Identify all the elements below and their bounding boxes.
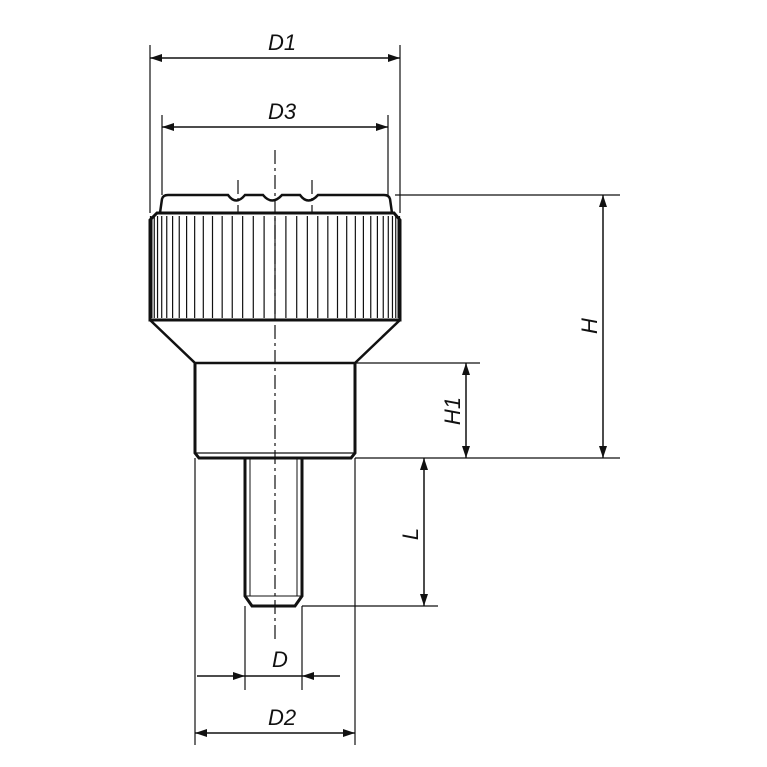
dimension-lines bbox=[150, 54, 607, 737]
label-D1: D1 bbox=[268, 30, 296, 55]
label-H: H bbox=[577, 318, 602, 334]
extension-lines bbox=[149, 45, 620, 745]
label-D3: D3 bbox=[268, 99, 297, 124]
label-D2: D2 bbox=[268, 705, 296, 730]
knob-part bbox=[148, 193, 402, 608]
knob-cap bbox=[158, 193, 394, 214]
center-lines bbox=[237, 150, 313, 640]
pin bbox=[243, 458, 304, 608]
label-L: L bbox=[398, 528, 423, 540]
label-H1: H1 bbox=[440, 397, 465, 425]
knurl-lines bbox=[149, 216, 401, 318]
label-D: D bbox=[272, 647, 288, 672]
